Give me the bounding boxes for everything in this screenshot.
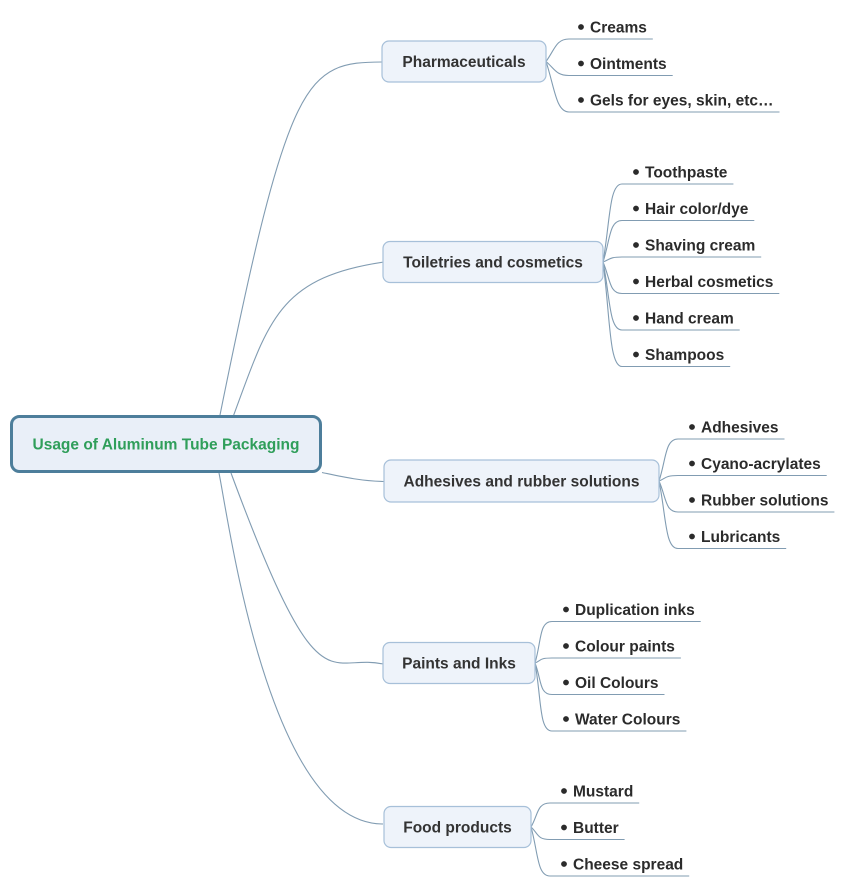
svg-text:Gels for eyes, skin, etc…: Gels for eyes, skin, etc… bbox=[590, 93, 774, 110]
svg-text:Rubber solutions: Rubber solutions bbox=[701, 493, 828, 510]
svg-text:Toothpaste: Toothpaste bbox=[645, 165, 728, 182]
svg-text:Butter: Butter bbox=[573, 820, 619, 837]
svg-text:Pharmaceuticals: Pharmaceuticals bbox=[402, 54, 525, 71]
svg-text:Food products: Food products bbox=[403, 820, 512, 837]
svg-text:Cyano-acrylates: Cyano-acrylates bbox=[701, 456, 821, 473]
svg-text:Colour paints: Colour paints bbox=[575, 639, 675, 656]
svg-text:Lubricants: Lubricants bbox=[701, 529, 780, 546]
svg-text:Creams: Creams bbox=[590, 20, 647, 37]
svg-text:Water Colours: Water Colours bbox=[575, 712, 680, 729]
svg-text:Toiletries and cosmetics: Toiletries and cosmetics bbox=[403, 255, 583, 272]
svg-text:Cheese spread: Cheese spread bbox=[573, 857, 683, 874]
svg-text:Shampoos: Shampoos bbox=[645, 347, 724, 364]
svg-text:Hair color/dye: Hair color/dye bbox=[645, 201, 749, 218]
svg-text:Hand cream: Hand cream bbox=[645, 311, 734, 328]
svg-text:Paints and Inks: Paints and Inks bbox=[402, 656, 516, 673]
svg-text:Herbal cosmetics: Herbal cosmetics bbox=[645, 274, 773, 291]
svg-text:Adhesives: Adhesives bbox=[701, 420, 779, 437]
svg-text:Adhesives and rubber solutions: Adhesives and rubber solutions bbox=[404, 474, 640, 491]
svg-text:Duplication inks: Duplication inks bbox=[575, 602, 695, 619]
svg-text:Oil Colours: Oil Colours bbox=[575, 675, 659, 692]
svg-text:Usage of Aluminum Tube Packagi: Usage of Aluminum Tube Packaging bbox=[33, 437, 300, 454]
svg-text:Shaving cream: Shaving cream bbox=[645, 238, 755, 255]
svg-text:Mustard: Mustard bbox=[573, 784, 633, 801]
svg-text:Ointments: Ointments bbox=[590, 56, 667, 73]
